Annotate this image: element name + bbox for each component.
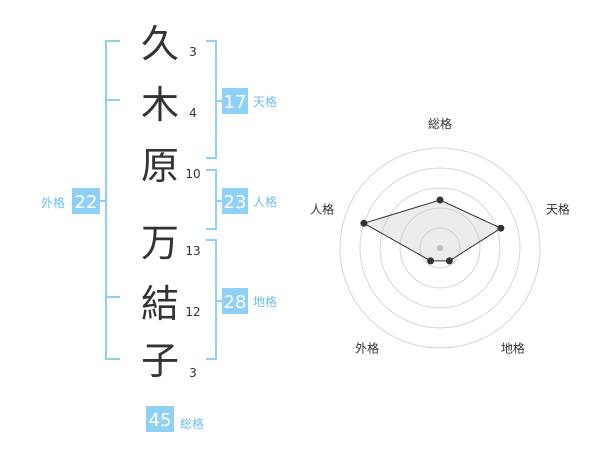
- jinkaku-label: 人格: [253, 194, 277, 209]
- radar-point-4: [427, 257, 435, 265]
- radar-point-1: [436, 196, 444, 204]
- chikaku-label: 地格: [253, 294, 277, 309]
- radar-ring-4: [359, 167, 521, 329]
- gaikaku-value: 22: [75, 192, 98, 213]
- chikaku-badge-box: [222, 288, 248, 314]
- jinkaku-badge: 23 人格: [222, 188, 277, 214]
- radar-ring-3: [379, 187, 501, 309]
- tenkaku-badge: 17 天格: [222, 88, 277, 114]
- radar-point-3: [445, 257, 453, 265]
- tenkaku-label: 天格: [253, 94, 277, 109]
- jinkaku-badge-box: [222, 188, 248, 214]
- surname-char-2: 木: [141, 83, 179, 127]
- radar-axis-label-3: 地格: [501, 340, 525, 355]
- radar-axis-label-1: 総格: [428, 116, 452, 131]
- jinkaku-value: 23: [224, 192, 247, 213]
- radar-axis-label-2: 天格: [546, 202, 570, 217]
- given-strokes-2: 12: [185, 305, 200, 319]
- surname-strokes-3: 10: [185, 167, 200, 181]
- given-char-2: 結: [141, 282, 179, 326]
- chikaku-value: 28: [224, 292, 247, 313]
- radar-ring-1: [419, 227, 461, 269]
- jinkaku-bracket: [206, 169, 217, 230]
- radar-points: [360, 196, 505, 265]
- given-char-1: 万: [141, 221, 179, 265]
- chikaku-bracket: [206, 239, 217, 360]
- given-char-3: 子: [141, 339, 179, 383]
- soukaku-value: 45: [149, 410, 172, 431]
- radar-center-dot: [437, 245, 443, 251]
- radar-score-polygon: [362, 199, 502, 262]
- gaikaku-badge: 外格 22: [41, 188, 100, 214]
- radar-axis-label-4: 外格: [355, 340, 379, 355]
- gaikaku-badge-box: [72, 188, 100, 214]
- surname-strokes-2: 4: [189, 106, 197, 120]
- soukaku-badge: 45 総格: [146, 406, 204, 432]
- soukaku-label: 総格: [180, 416, 204, 431]
- radar-point-2: [497, 224, 505, 232]
- given-strokes-3: 3: [189, 366, 197, 380]
- tenkaku-bracket: [206, 40, 217, 159]
- tenkaku-badge-box: [222, 88, 248, 114]
- gaikaku-label: 外格: [41, 195, 65, 210]
- tenkaku-value: 17: [224, 92, 247, 113]
- gaikaku-bracket: [105, 40, 120, 360]
- radar-ring-2: [399, 207, 481, 289]
- surname-char-3: 原: [141, 144, 179, 188]
- soukaku-badge-box: [146, 406, 174, 432]
- brackets: [100, 40, 222, 360]
- radar-point-5: [360, 219, 368, 227]
- surname-strokes-1: 3: [189, 45, 197, 59]
- surname-char-1: 久: [141, 22, 179, 66]
- chikaku-badge: 28 地格: [222, 288, 277, 314]
- name-column: 久 3 木 4 原 10 万 13 結 12 子 3: [141, 22, 201, 383]
- given-strokes-1: 13: [185, 244, 200, 258]
- radar-axis-label-5: 人格: [310, 202, 334, 217]
- radar-rings: [339, 147, 541, 349]
- radar-ring-5: [339, 147, 541, 349]
